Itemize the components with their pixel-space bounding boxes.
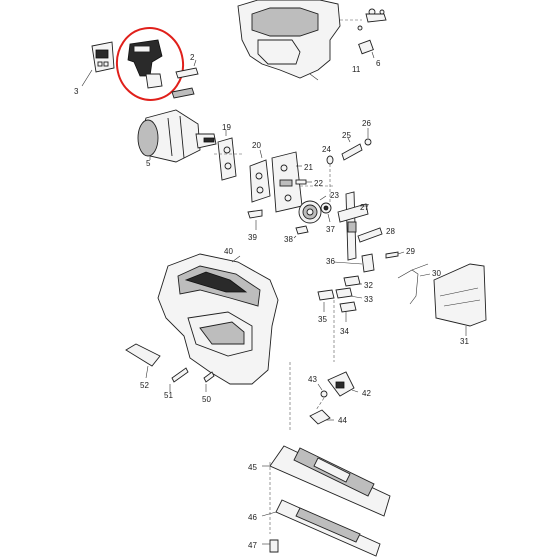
gear-bracket: [217, 130, 237, 181]
callout-19: 19: [222, 123, 231, 132]
callout-11: 11: [352, 65, 361, 74]
base-pin-plate: [309, 409, 334, 425]
callout-50: 50: [202, 395, 211, 404]
callout-21: 21: [304, 163, 313, 172]
callout-47: 47: [248, 541, 257, 550]
plunger-pin: [341, 137, 363, 161]
callout-33: 33: [364, 295, 373, 304]
screw-50: [203, 371, 215, 392]
lever-42: [327, 371, 359, 397]
callout-40: 40: [224, 247, 233, 256]
callout-labels: 2 3 5 6 11 19 20 21 22 23 24 25 26 27 28…: [74, 53, 469, 550]
slider-plate: [271, 151, 303, 213]
callout-27: 27: [360, 203, 369, 212]
switch-lever-assembly: [357, 8, 387, 59]
gear-washer: [320, 202, 332, 223]
side-pad: [125, 343, 161, 379]
callout-51: 51: [164, 391, 173, 400]
callout-31: 31: [460, 337, 469, 346]
callout-29: 29: [406, 247, 415, 256]
chip-guard: [433, 263, 487, 336]
callout-46: 46: [248, 513, 257, 522]
callout-42: 42: [362, 389, 371, 398]
callout-2: 2: [190, 53, 195, 62]
callout-39: 39: [248, 233, 257, 242]
pin-38: [293, 225, 309, 239]
support-plate-32: [343, 275, 362, 287]
callout-36: 36: [326, 257, 335, 266]
motor-housing-half: [237, 0, 362, 81]
support-plate-35: [317, 289, 335, 312]
pin-39: [247, 209, 263, 230]
gear-plate: [249, 149, 271, 203]
callout-34: 34: [340, 327, 349, 336]
support-plate-33: [335, 287, 363, 299]
callout-24: 24: [322, 145, 331, 154]
housing: [157, 253, 279, 385]
retaining-ring: [364, 128, 372, 146]
callout-23: 23: [330, 191, 339, 200]
callout-28: 28: [386, 227, 395, 236]
callout-38: 38: [284, 235, 293, 244]
base: [262, 445, 391, 517]
drive-gear: [298, 195, 327, 224]
callout-45: 45: [248, 463, 257, 472]
plunger-assembly: [337, 191, 369, 261]
plunger-guide: [357, 227, 383, 243]
controller-board: [81, 41, 115, 87]
callout-35: 35: [318, 315, 327, 324]
support-plate-34: [339, 301, 357, 322]
screw-51: [169, 367, 189, 392]
slider-pin: [295, 179, 312, 185]
bearing-ring: [326, 155, 334, 165]
callout-26: 26: [362, 119, 371, 128]
callout-43: 43: [308, 375, 317, 384]
callout-52: 52: [140, 381, 149, 390]
lever-43: [317, 383, 328, 398]
callout-32: 32: [364, 281, 373, 290]
motor: [137, 109, 217, 163]
base-plate: [261, 499, 381, 557]
callout-22: 22: [314, 179, 323, 188]
roller: [333, 253, 375, 273]
callout-25: 25: [342, 131, 351, 140]
callout-30: 30: [432, 269, 441, 278]
callout-6: 6: [376, 59, 381, 68]
switch-assembly: [127, 39, 163, 89]
switch-highlight-circle: [115, 27, 185, 101]
callout-5: 5: [146, 159, 151, 168]
callout-3: 3: [74, 87, 79, 96]
callout-37: 37: [326, 225, 335, 234]
small-screw: [385, 251, 405, 259]
switch-pin: [171, 59, 199, 99]
callout-44: 44: [338, 416, 347, 425]
screw-47: [262, 539, 279, 553]
callout-20: 20: [252, 141, 261, 150]
assembly-guide-lines: [214, 153, 335, 534]
wire-lever: [397, 263, 431, 305]
